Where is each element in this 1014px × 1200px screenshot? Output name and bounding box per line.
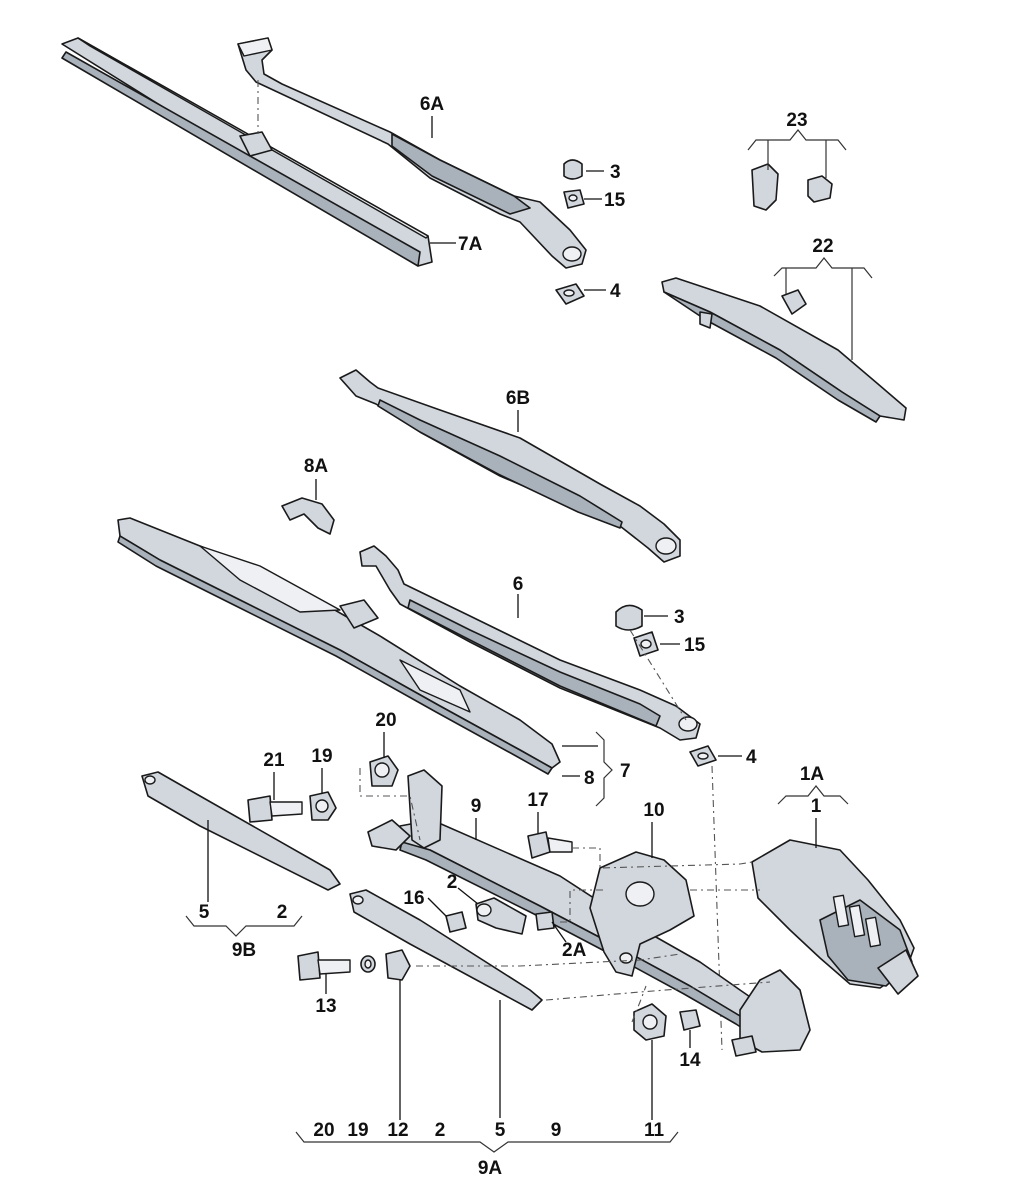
label-22: 22 [812,236,833,257]
nut-14 [679,1009,701,1031]
label-19: 19 [311,746,332,767]
cowl-trim-22 [661,277,907,423]
nut-15-top [563,189,585,209]
wiper-arm-6B [339,369,681,563]
group-braces [185,129,873,1153]
adapter-8A [281,497,335,535]
label-9B-2: 2 [277,902,288,923]
washer-4-mid [689,745,717,767]
link-rod-5-9A [349,889,543,1011]
label-9A-20: 20 [313,1120,334,1141]
bush-11 [633,1003,667,1041]
label-15: 15 [604,190,626,211]
label-9B-5: 5 [199,902,210,923]
label-9A-9: 9 [551,1120,562,1141]
wiper-arm-6 [359,545,701,741]
label-7: 7 [620,761,631,782]
leader-lines [207,116,817,1120]
washer-13 [360,955,376,973]
label-9B: 9B [232,940,256,961]
label-10: 10 [643,800,664,821]
dash-line [711,765,723,1051]
nut-15-mid [633,631,659,657]
label-2: 2 [447,872,458,893]
bush-20 [369,755,399,787]
nut-2A [535,911,555,931]
label-3-mid: 3 [674,607,685,628]
assembly-lines [359,768,771,1023]
label-2A: 2A [562,940,587,961]
label-8A: 8A [304,456,329,477]
label-6B: 6B [506,388,530,409]
part-labels: 6A 7A 3 15 4 23 22 6B 8A 6 3 15 4 20 21 … [263,94,833,1071]
dash-line [629,629,687,721]
label-7A: 7A [458,234,483,255]
label-9A-11: 11 [644,1120,665,1141]
label-9A-2: 2 [435,1120,446,1141]
link-rod-5-9B [141,771,341,891]
cap-3-top [563,159,583,180]
label-6: 6 [513,574,524,595]
label-8: 8 [584,768,595,789]
label-14: 14 [679,1050,701,1071]
bolt-13 [297,951,351,981]
label-20: 20 [375,710,396,731]
wiper-blade-7A [61,37,433,267]
label-17: 17 [527,790,548,811]
bolt-21 [247,795,303,823]
label-9A-12: 12 [387,1120,408,1141]
label-9A: 9A [478,1158,503,1179]
group-9A-labels: 20 19 12 2 5 9 11 9A [313,1120,664,1179]
label-4: 4 [610,281,621,302]
cap-3-mid [615,604,643,631]
bush-12 [385,949,411,981]
clip-23-right [807,175,833,203]
ball-pin-2 [475,897,527,935]
label-1A: 1A [800,764,825,785]
label-1: 1 [811,796,822,817]
motor-bracket-10 [589,851,695,977]
label-23: 23 [786,110,807,131]
label-16: 16 [403,888,424,909]
group-9B-labels: 5 2 9B [199,902,288,961]
wiper-motor-1 [751,839,919,995]
wiper-blade-7 [117,517,561,775]
label-13: 13 [315,996,336,1017]
nut-16 [445,911,467,933]
bush-19 [309,791,337,821]
label-4-mid: 4 [746,747,757,768]
label-15-mid: 15 [684,635,706,656]
clip-23-left [751,163,779,211]
linkage-frame-9 [367,769,811,1057]
label-21: 21 [263,750,285,771]
washer-4-top [555,283,585,305]
label-6A: 6A [420,94,445,115]
label-9: 9 [471,796,482,817]
label-3: 3 [610,162,621,183]
wiper-arm-6A [237,37,587,269]
label-9A-19: 19 [347,1120,368,1141]
label-9A-5: 5 [495,1120,506,1141]
bolt-17 [527,831,573,859]
